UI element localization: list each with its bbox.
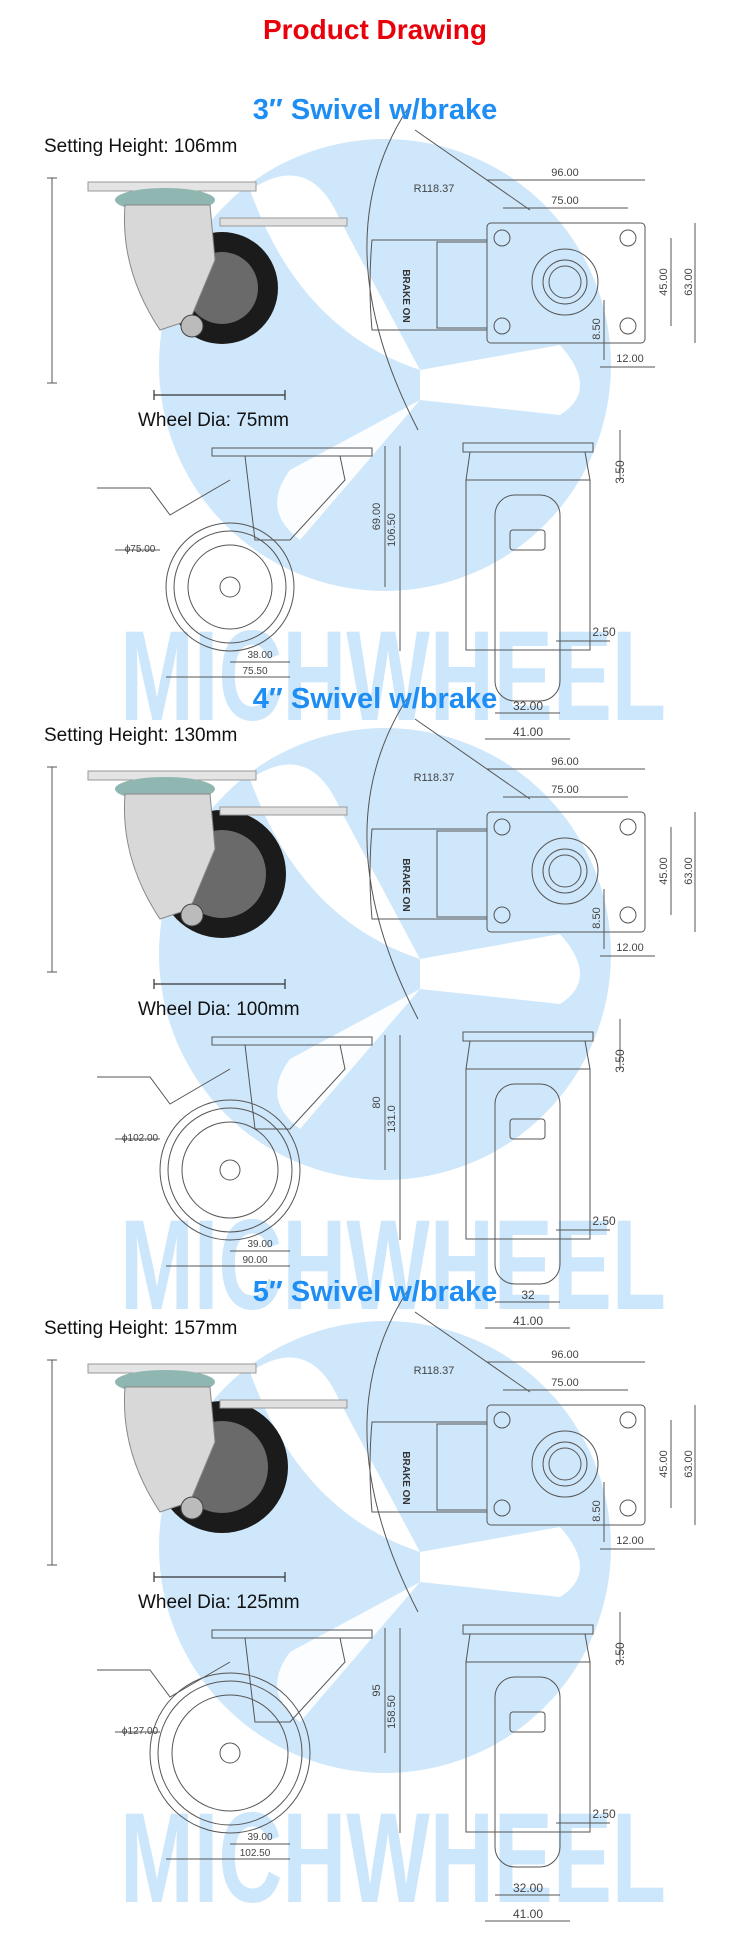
- dimension-offset: 38.00: [247, 650, 272, 661]
- brake-on-label: BRAKE ON: [400, 858, 411, 911]
- brake-on-label: BRAKE ON: [400, 269, 411, 322]
- dimension-fork-w: 41.00: [513, 1314, 543, 1328]
- dimension-fork-w: 41.00: [513, 725, 543, 739]
- dimension-edge-h: 12.00: [616, 1535, 644, 1547]
- dimension-edge-v: 8.50: [591, 907, 603, 928]
- dimension-wheel-w: 32.00: [513, 1881, 543, 1895]
- top-view: [366, 104, 696, 431]
- setting-height-value: 106mm: [173, 136, 238, 157]
- dimension-offset: 39.00: [247, 1239, 272, 1250]
- top-view: [366, 1286, 696, 1613]
- wheel-diameter-caption: Wheel Dia:: [138, 1592, 231, 1613]
- wheel-diameter-label: Wheel Dia: 125mm: [138, 1592, 300, 1614]
- wheel-diameter-label: Wheel Dia: 100mm: [138, 999, 300, 1021]
- brake-on-label: BRAKE ON: [400, 1451, 411, 1504]
- dimension-dia: ϕ127.00: [122, 1726, 159, 1737]
- caster-photo: [87, 770, 348, 938]
- dimension-plate-w: 96.00: [551, 1349, 579, 1361]
- dimension-hole-w: 75.00: [551, 195, 579, 207]
- dimension-gap: 2.50: [592, 625, 616, 639]
- dimension-plate-h: 63.00: [683, 1450, 695, 1478]
- setting-height-caption: Setting Height:: [44, 725, 169, 746]
- dimension-plate-t: 3.50: [613, 1049, 627, 1073]
- setting-height-label: Setting Height: 106mm: [44, 136, 237, 158]
- side-view: [97, 1628, 401, 1860]
- setting-height-bar: [47, 1359, 57, 1566]
- dimension-plate-w: 96.00: [551, 167, 579, 179]
- dimension-total-h: 158.50: [386, 1695, 398, 1729]
- wheel-diameter-value: 125mm: [236, 1592, 300, 1613]
- dimension-gap: 2.50: [592, 1214, 616, 1228]
- dimension-hole-h: 45.00: [658, 857, 670, 885]
- dimension-edge-v: 8.50: [591, 318, 603, 339]
- wheel-diameter-bar: [153, 979, 286, 989]
- setting-height-bar: [47, 177, 57, 384]
- setting-height-value: 130mm: [173, 725, 238, 746]
- dimension-edge-h: 12.00: [616, 942, 644, 954]
- top-view: [366, 693, 696, 1020]
- dimension-gap: 2.50: [592, 1807, 616, 1821]
- setting-height-label: Setting Height: 130mm: [44, 725, 237, 747]
- wheel-diameter-bar: [153, 1572, 286, 1582]
- dimension-length: 102.50: [240, 1848, 271, 1859]
- setting-height-caption: Setting Height:: [44, 1318, 169, 1339]
- dimension-radius: R118.37: [414, 1365, 455, 1377]
- dimension-plate-t: 3.50: [613, 1642, 627, 1666]
- wheel-diameter-caption: Wheel Dia:: [138, 999, 231, 1020]
- dimension-edge-h: 12.00: [616, 353, 644, 365]
- dimension-axle-h: 95: [371, 1684, 383, 1696]
- dimension-length: 90.00: [242, 1255, 267, 1266]
- caster-photo: [87, 181, 348, 344]
- setting-height-value: 157mm: [173, 1318, 238, 1339]
- dimension-total-h: 106.50: [386, 513, 398, 547]
- dimension-plate-h: 63.00: [683, 268, 695, 296]
- setting-height-bar: [47, 766, 57, 973]
- dimension-axle-h: 69.00: [371, 503, 383, 531]
- dimension-axle-h: 80: [371, 1096, 383, 1108]
- side-view: [97, 1035, 401, 1267]
- dimension-length: 75.50: [242, 666, 267, 677]
- wheel-diameter-caption: Wheel Dia:: [138, 410, 231, 431]
- section-title: 3″ Swivel w/brake: [252, 94, 498, 126]
- dimension-hole-h: 45.00: [658, 1450, 670, 1478]
- dimension-offset: 39.00: [247, 1832, 272, 1843]
- dimension-radius: R118.37: [414, 772, 455, 784]
- wheel-diameter-bar: [153, 390, 286, 400]
- wheel-diameter-value: 100mm: [236, 999, 300, 1020]
- section-title: 4″ Swivel w/brake: [252, 683, 498, 715]
- dimension-plate-w: 96.00: [551, 756, 579, 768]
- setting-height-caption: Setting Height:: [44, 136, 169, 157]
- dimension-wheel-w: 32.00: [513, 699, 543, 713]
- dimension-fork-w: 41.00: [513, 1907, 543, 1921]
- dimension-hole-w: 75.00: [551, 784, 579, 796]
- front-view: [462, 1019, 621, 1329]
- dimension-plate-h: 63.00: [683, 857, 695, 885]
- dimension-dia: ϕ75.00: [125, 544, 156, 555]
- dimension-wheel-w: 32: [521, 1288, 535, 1302]
- page-title: Product Drawing: [262, 14, 487, 45]
- dimension-radius: R118.37: [414, 183, 455, 195]
- wheel-diameter-label: Wheel Dia: 75mm: [138, 410, 289, 432]
- dimension-hole-w: 75.00: [551, 1377, 579, 1389]
- wheel-diameter-value: 75mm: [236, 410, 289, 431]
- dimension-total-h: 131.0: [386, 1105, 398, 1133]
- dimension-edge-v: 8.50: [591, 1500, 603, 1521]
- caster-photo: [87, 1363, 348, 1533]
- front-view: [462, 430, 621, 740]
- side-view: [97, 446, 401, 678]
- section-title: 5″ Swivel w/brake: [252, 1276, 498, 1308]
- dimension-hole-h: 45.00: [658, 268, 670, 296]
- setting-height-label: Setting Height: 157mm: [44, 1318, 237, 1340]
- dimension-dia: ϕ102.00: [122, 1133, 159, 1144]
- dimension-plate-t: 3.50: [613, 460, 627, 484]
